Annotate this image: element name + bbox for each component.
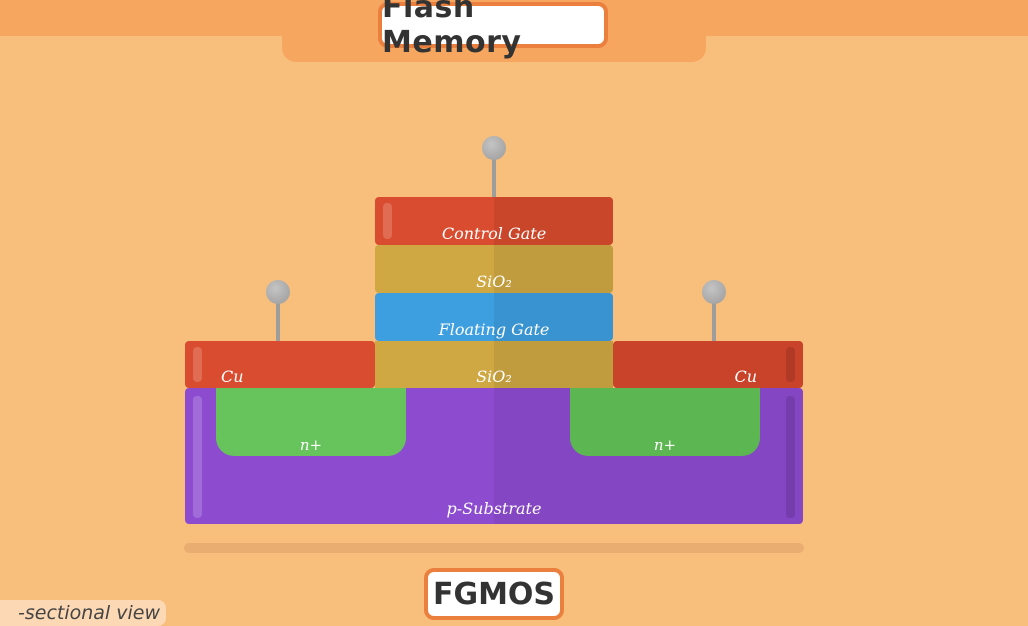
source-terminal-stem <box>276 292 280 342</box>
diagram-shadow <box>184 543 804 553</box>
view-caption: -sectional view <box>0 600 166 626</box>
sio2-bottom-label: SiO₂ <box>476 367 512 386</box>
gate-terminal-icon <box>482 136 506 160</box>
gate-terminal-stem <box>492 150 496 198</box>
n-plus-right-label: n+ <box>653 436 677 454</box>
device-name-label: FGMOS <box>424 568 564 620</box>
cu-contact-right: Cu <box>613 341 803 388</box>
page-title: Flash Memory <box>378 0 608 60</box>
sio2-bottom-layer: SiO₂ <box>375 341 613 388</box>
floating-gate-layer: Floating Gate <box>375 293 613 341</box>
cu-right-label: Cu <box>734 367 757 386</box>
cu-left-label: Cu <box>221 367 244 386</box>
sio2-top-label: SiO₂ <box>476 272 512 291</box>
control-gate-layer: Control Gate <box>375 197 613 245</box>
cu-contact-left: Cu <box>185 341 375 388</box>
source-terminal-icon <box>266 280 290 304</box>
drain-terminal-stem <box>712 292 716 342</box>
n-plus-left-label: n+ <box>299 436 323 454</box>
floating-gate-label: Floating Gate <box>438 320 550 339</box>
control-gate-label: Control Gate <box>441 224 547 243</box>
drain-terminal-icon <box>702 280 726 304</box>
sio2-top-layer: SiO₂ <box>375 245 613 293</box>
substrate-label: p-Substrate <box>446 499 542 518</box>
n-plus-drain-region: n+ <box>570 388 760 456</box>
n-plus-source-region: n+ <box>216 388 406 456</box>
